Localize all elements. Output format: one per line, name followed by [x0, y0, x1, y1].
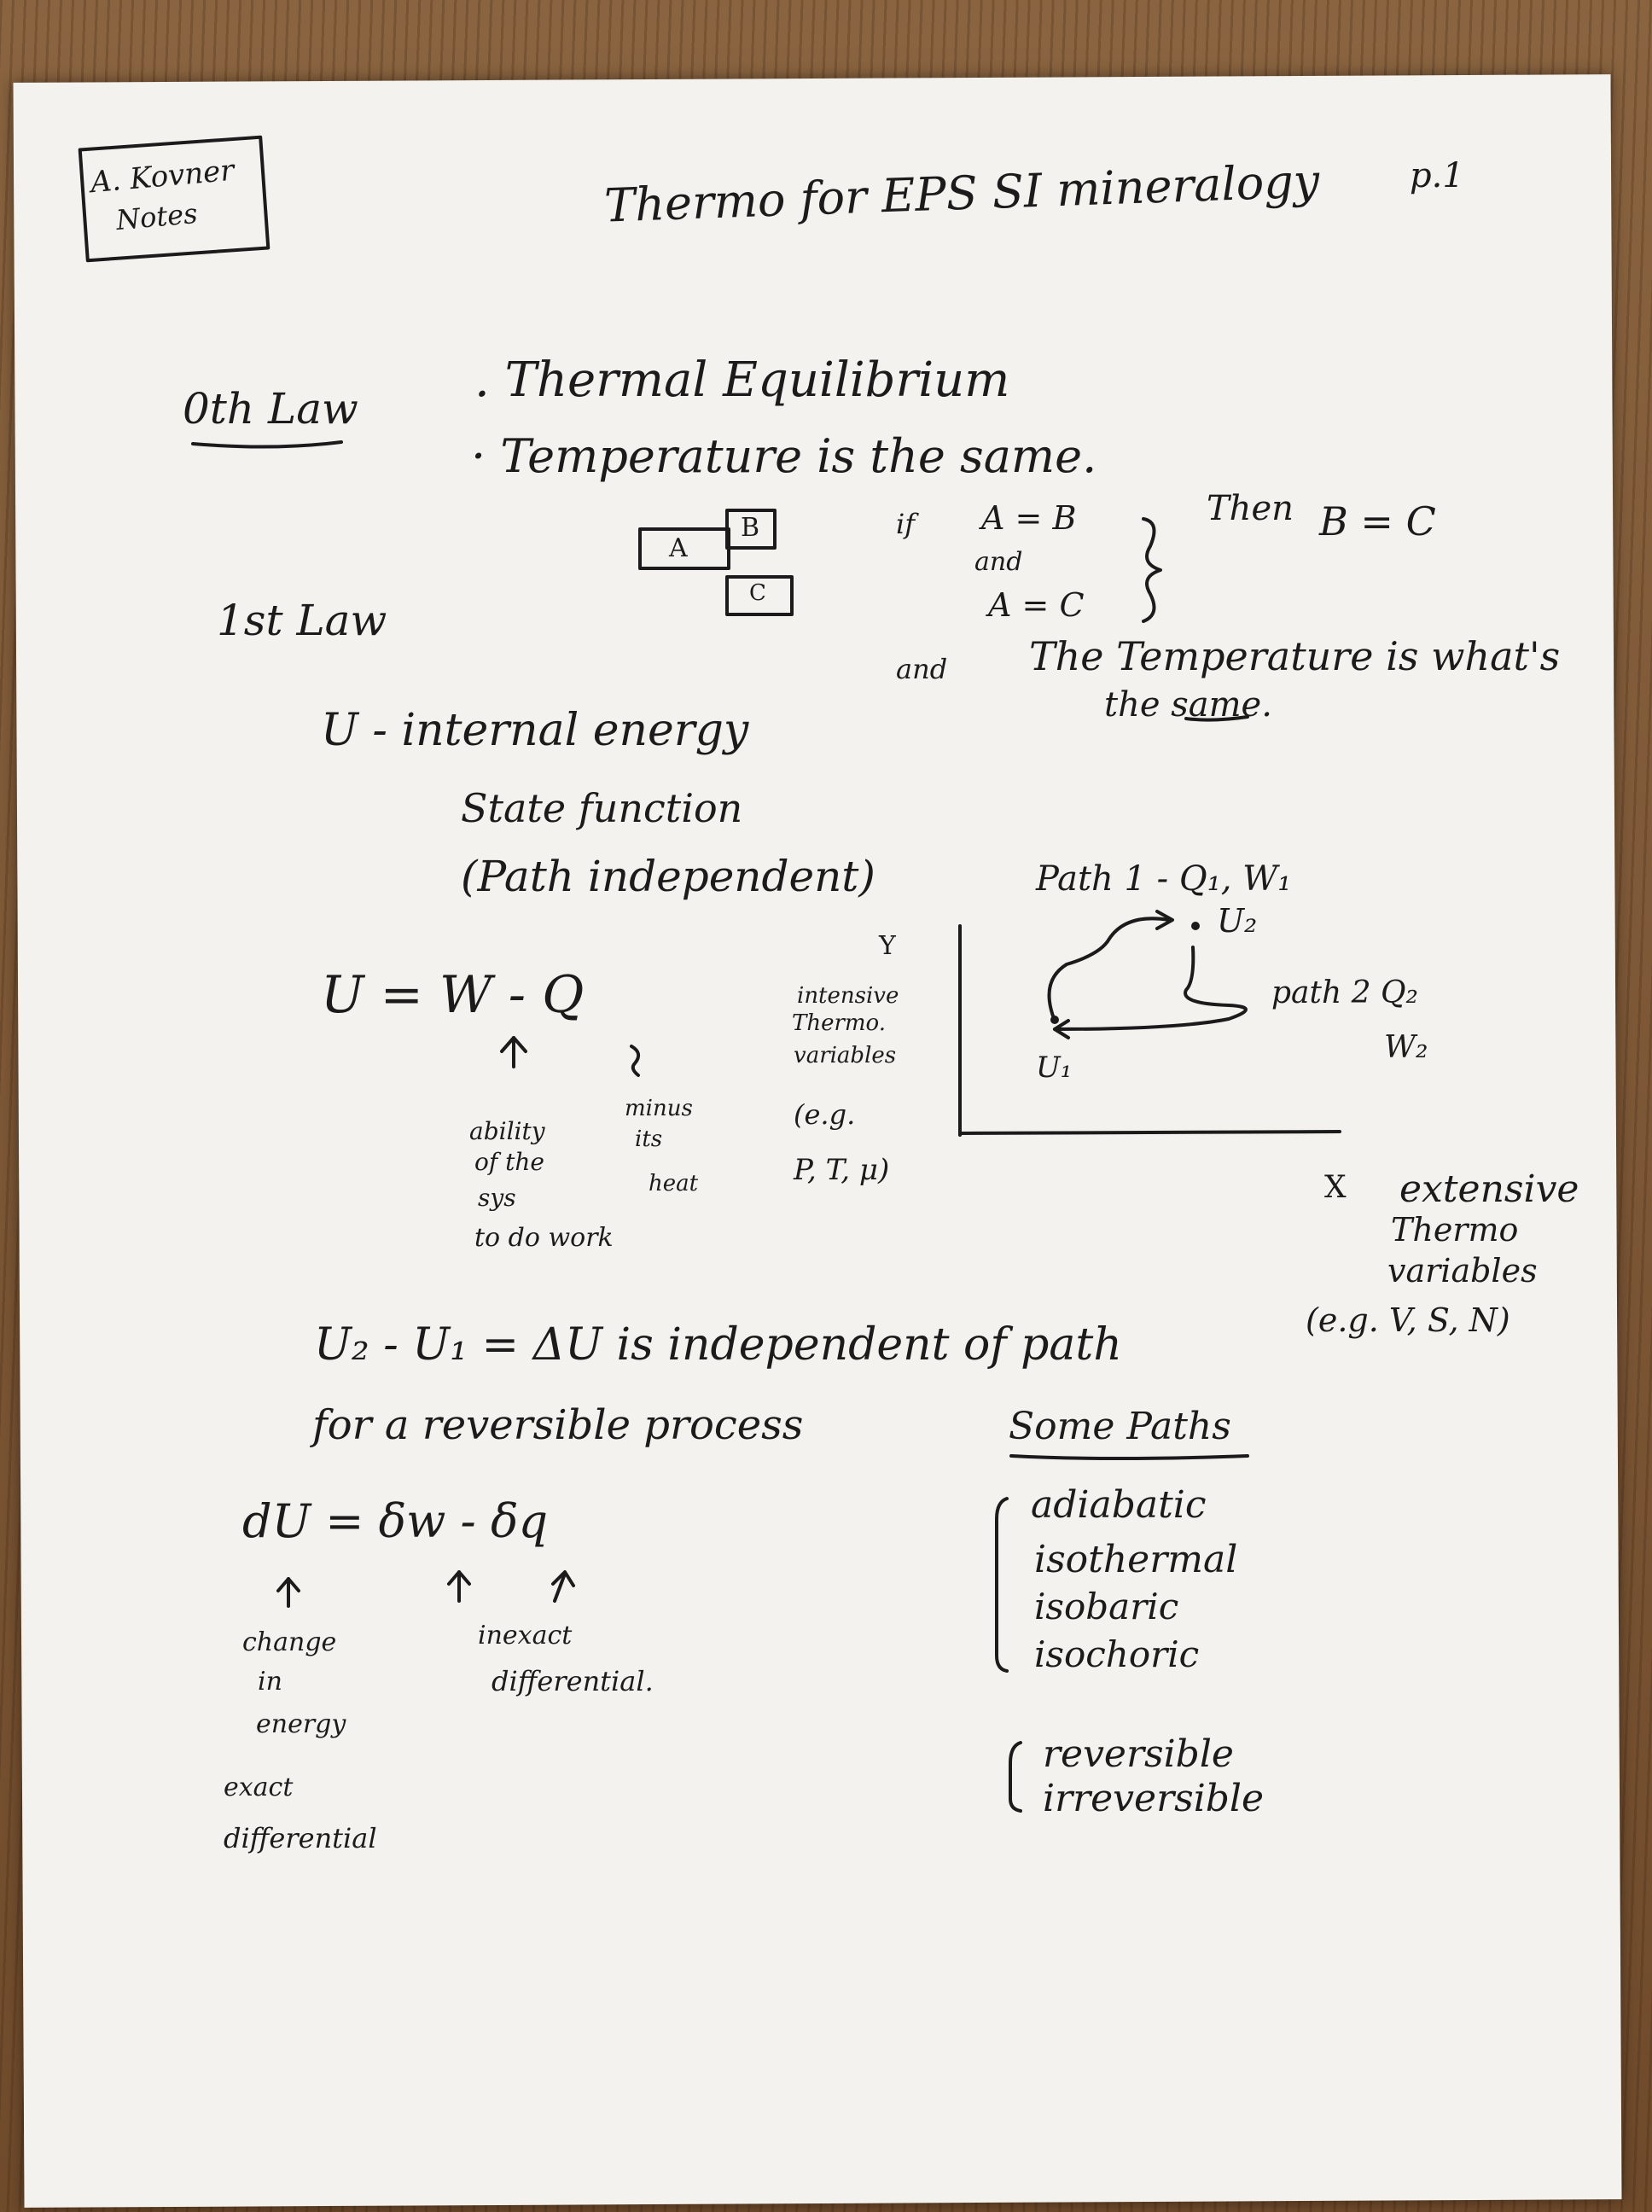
- same-underline: [1184, 715, 1249, 722]
- u-definition: U - internal energy: [321, 705, 749, 756]
- graph-x-axis: [958, 1130, 1341, 1135]
- heat-label-3: heat: [649, 1171, 699, 1196]
- box-b-frame: [725, 509, 777, 550]
- temperature-same: · Temperature is the same.: [471, 429, 1097, 483]
- x-desc-1: extensive: [1399, 1167, 1579, 1211]
- ability-label-3: sys: [478, 1184, 516, 1212]
- y-desc-2: Thermo.: [792, 1010, 887, 1036]
- path2-curve: [1053, 946, 1248, 1031]
- du-label-3: energy: [256, 1709, 346, 1739]
- x-desc-3: variables: [1387, 1252, 1538, 1289]
- du-label-2: in: [258, 1667, 282, 1697]
- ability-label-2: of the: [474, 1148, 544, 1176]
- path-independent: (Path independent): [461, 852, 875, 901]
- rev-list-bracket: [1009, 1741, 1022, 1813]
- first-law-heading: 1st Law: [217, 596, 387, 645]
- du-label-1: change: [242, 1627, 337, 1657]
- conclusion-line2: the same.: [1104, 685, 1272, 725]
- x-desc-2: Thermo: [1391, 1211, 1519, 1249]
- y-desc-1: intensive: [797, 983, 899, 1009]
- y-desc-3: variables: [794, 1043, 897, 1068]
- author-box-frame: [78, 135, 270, 263]
- path-isobaric: isobaric: [1034, 1586, 1179, 1627]
- and-word: and: [896, 653, 948, 685]
- zeroth-law-heading: 0th Law: [183, 384, 358, 434]
- path-adiabatic: adiabatic: [1031, 1483, 1207, 1527]
- box-b-label: B: [741, 513, 760, 543]
- heat-label-2: its: [635, 1126, 663, 1152]
- first-law-equation: U = W - Q: [321, 965, 585, 1025]
- some-paths-underline: [1009, 1454, 1249, 1460]
- cond-ac: A = C: [988, 586, 1085, 624]
- path1-curve: [1047, 917, 1171, 1022]
- y-desc-4: (e.g.: [794, 1098, 856, 1131]
- ability-label-1: ability: [469, 1117, 545, 1145]
- box-a-label: A: [669, 533, 688, 563]
- box-c-label: C: [749, 580, 766, 606]
- graph-x-label: X: [1324, 1170, 1347, 1205]
- box-c-frame: [725, 575, 794, 616]
- u2-point: [1191, 922, 1200, 930]
- arrow-dq: [553, 1572, 567, 1603]
- cond-if: if: [896, 508, 916, 540]
- rev-reversible: reversible: [1043, 1732, 1234, 1776]
- cond-ab: A = B: [981, 499, 1077, 537]
- path2-label: path 2 Q₂: [1271, 975, 1418, 1010]
- path-isothermal: isothermal: [1034, 1538, 1238, 1581]
- inexact-label-2: differential.: [492, 1665, 654, 1697]
- du-label-4: exact: [224, 1773, 294, 1802]
- path2-w-label: W₂: [1384, 1030, 1428, 1065]
- differential-equation: dU = δw - δq: [242, 1494, 549, 1548]
- graph-y-label: Y: [879, 931, 896, 961]
- some-paths-heading: Some Paths: [1009, 1405, 1231, 1448]
- conclusion-line1: The Temperature is what's: [1029, 633, 1561, 679]
- then-bc: B = C: [1319, 498, 1436, 544]
- reversible-process: for a reversible process: [312, 1401, 804, 1449]
- zeroth-law-underline: [191, 440, 343, 449]
- path-isochoric: isochoric: [1034, 1633, 1200, 1675]
- path1-label: Path 1 - Q₁, W₁: [1036, 859, 1292, 899]
- ability-label-4: to do work: [474, 1223, 614, 1253]
- du-label-5: differential: [224, 1822, 377, 1854]
- inexact-label-1: inexact: [478, 1621, 573, 1650]
- curly-brace: [1142, 517, 1162, 623]
- state-function: State function: [461, 785, 743, 831]
- path-list-bracket: [995, 1497, 1009, 1673]
- page-number: p.1: [1410, 156, 1464, 195]
- heat-label-1: minus: [625, 1096, 693, 1121]
- then-word: Then: [1207, 489, 1294, 528]
- delta-u-equation: U₂ - U₁ = ΔU is independent of path: [314, 1319, 1122, 1371]
- thermal-equilibrium: . Thermal Equilibrium: [474, 352, 1010, 408]
- rev-irreversible: irreversible: [1043, 1777, 1265, 1820]
- arrow-q: [630, 1045, 641, 1077]
- cond-and: and: [974, 547, 1023, 577]
- u1-point: [1050, 1016, 1059, 1024]
- x-desc-4: (e.g. V, S, N): [1306, 1301, 1510, 1339]
- u2-label: U₂: [1217, 902, 1258, 940]
- u1-label: U₁: [1036, 1051, 1073, 1085]
- author-notes: Notes: [114, 196, 199, 237]
- y-desc-5: P, T, μ): [794, 1153, 890, 1187]
